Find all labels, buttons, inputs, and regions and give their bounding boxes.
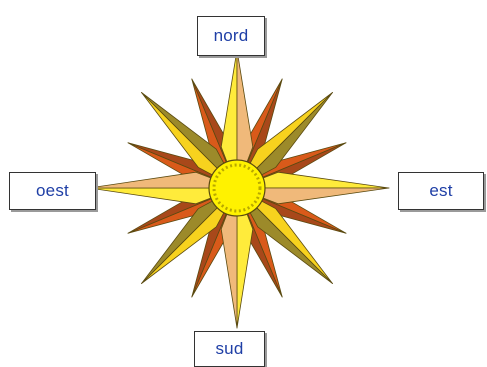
south-label: sud — [194, 331, 265, 367]
center-inner-disc — [218, 169, 256, 207]
east-label: est — [398, 172, 484, 210]
center-disc — [209, 160, 265, 216]
north-label: nord — [197, 16, 265, 56]
west-label: oest — [9, 172, 96, 210]
